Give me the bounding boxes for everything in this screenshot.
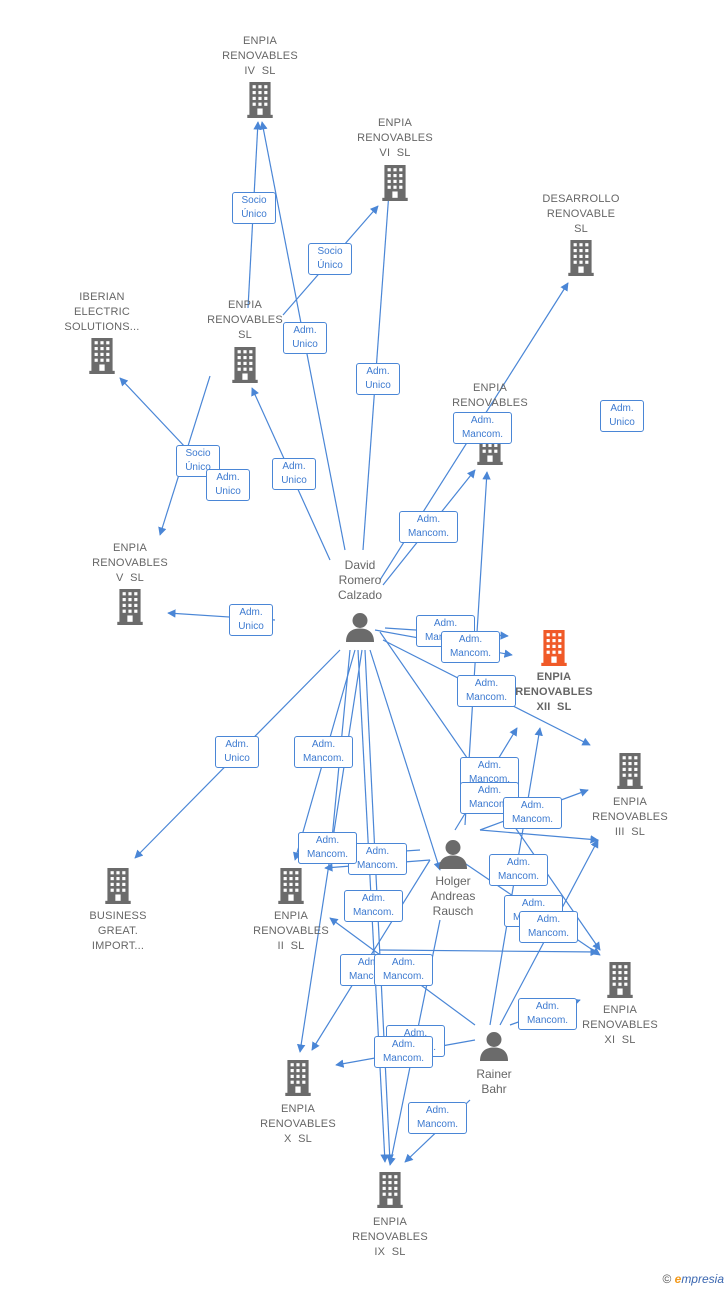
edge-label[interactable]: Adm. Mancom. [519, 911, 578, 943]
edge-line [479, 829, 599, 844]
company-node-iv[interactable] [247, 82, 273, 118]
edge-label[interactable]: Adm. Mancom. [453, 412, 512, 444]
edge-label[interactable]: Adm. Mancom. [518, 998, 577, 1030]
person-label-holger[interactable]: Holger Andreas Rausch [430, 874, 476, 918]
building-icon [377, 1172, 403, 1208]
company-label-iii[interactable]: ENPIA RENOVABLES III SL [592, 796, 668, 838]
edge-label[interactable]: Adm. Mancom. [503, 797, 562, 829]
building-icon [117, 589, 143, 625]
edge-label[interactable]: Adm. Mancom. [298, 832, 357, 864]
company-label-iberian[interactable]: IBERIAN ELECTRIC SOLUTIONS... [64, 291, 140, 333]
edge-label[interactable]: Adm. Unico [283, 322, 327, 354]
person-icon [439, 840, 467, 869]
edge-label[interactable]: Adm. Mancom. [374, 1036, 433, 1068]
company-node-iii[interactable] [617, 753, 643, 789]
company-node-xii[interactable] [541, 630, 567, 666]
building-icon [232, 347, 258, 383]
company-label-xi[interactable]: ENPIA RENOVABLES XI SL [582, 1004, 658, 1046]
company-label-ii[interactable]: ENPIA RENOVABLES II SL [253, 910, 329, 952]
company-label-x[interactable]: ENPIA RENOVABLES X SL [260, 1103, 336, 1145]
edge-label[interactable]: Adm. Mancom. [408, 1102, 467, 1134]
edge-line [379, 947, 599, 957]
edge-label[interactable]: Adm. Unico [600, 400, 644, 432]
company-label-iv[interactable]: ENPIA RENOVABLES IV SL [222, 35, 298, 77]
brand-logo-text: mpresia [681, 1272, 724, 1286]
edge-label[interactable]: Adm. Mancom. [489, 854, 548, 886]
person-label-rainer[interactable]: Rainer Bahr [476, 1067, 512, 1096]
footer-brand: © empresia [662, 1272, 724, 1286]
building-icon [285, 1060, 311, 1096]
edge-label[interactable]: Adm. Mancom. [374, 954, 433, 986]
edge-label[interactable]: Adm. Mancom. [348, 843, 407, 875]
company-node-sl[interactable] [232, 347, 258, 383]
edge-label[interactable]: Adm. Mancom. [399, 511, 458, 543]
building-icon [105, 868, 131, 904]
edge-label[interactable]: Socio Único [232, 192, 276, 224]
building-icon [382, 165, 408, 201]
person-icon [480, 1032, 508, 1061]
company-label-ix[interactable]: ENPIA RENOVABLES IX SL [352, 1216, 428, 1258]
building-icon [278, 868, 304, 904]
brand-logo-e: e [674, 1272, 682, 1286]
company-label-vi[interactable]: ENPIA RENOVABLES VI SL [357, 117, 433, 159]
person-node-rainer[interactable] [480, 1032, 508, 1061]
company-node-ix[interactable] [377, 1172, 403, 1208]
nodes-layer [89, 82, 643, 1208]
edge-label[interactable]: Adm. Unico [356, 363, 400, 395]
company-label-business[interactable]: BUSINESS GREAT. IMPORT... [89, 910, 147, 952]
edge-line [369, 649, 442, 871]
edge-label[interactable]: Socio Único [308, 243, 352, 275]
company-node-desarrollo[interactable] [568, 240, 594, 276]
building-icon [568, 240, 594, 276]
building-icon [247, 82, 273, 118]
person-node-david[interactable] [346, 613, 374, 642]
company-label-v[interactable]: ENPIA RENOVABLES V SL [92, 542, 168, 584]
edge-label[interactable]: Adm. Unico [206, 469, 250, 501]
person-label-david[interactable]: David Romero Calzado [337, 558, 383, 602]
edge-label[interactable]: Adm. Mancom. [457, 675, 516, 707]
building-icon [89, 338, 115, 374]
building-icon [541, 630, 567, 666]
edge-label[interactable]: Adm. Unico [215, 736, 259, 768]
company-node-ii[interactable] [278, 868, 304, 904]
company-node-v[interactable] [117, 589, 143, 625]
edge-label[interactable]: Adm. Mancom. [344, 890, 403, 922]
company-node-iberian[interactable] [89, 338, 115, 374]
company-node-xi[interactable] [607, 962, 633, 998]
person-icon [346, 613, 374, 642]
company-label-desarrollo[interactable]: DESARROLLO RENOVABLE SL [542, 193, 620, 235]
company-label-sl[interactable]: ENPIA RENOVABLES SL [207, 299, 283, 341]
edge-label[interactable]: Adm. Unico [229, 604, 273, 636]
edge-label[interactable]: Adm. Unico [272, 458, 316, 490]
person-node-holger[interactable] [439, 840, 467, 869]
company-node-x[interactable] [285, 1060, 311, 1096]
edge-label[interactable]: Adm. Mancom. [441, 631, 500, 663]
building-icon [607, 962, 633, 998]
copyright-symbol: © [662, 1272, 672, 1286]
company-node-vi[interactable] [382, 165, 408, 201]
building-icon [617, 753, 643, 789]
edge-label[interactable]: Adm. Mancom. [294, 736, 353, 768]
company-node-business[interactable] [105, 868, 131, 904]
company-label-xii[interactable]: ENPIA RENOVABLES XII SL [515, 671, 593, 713]
